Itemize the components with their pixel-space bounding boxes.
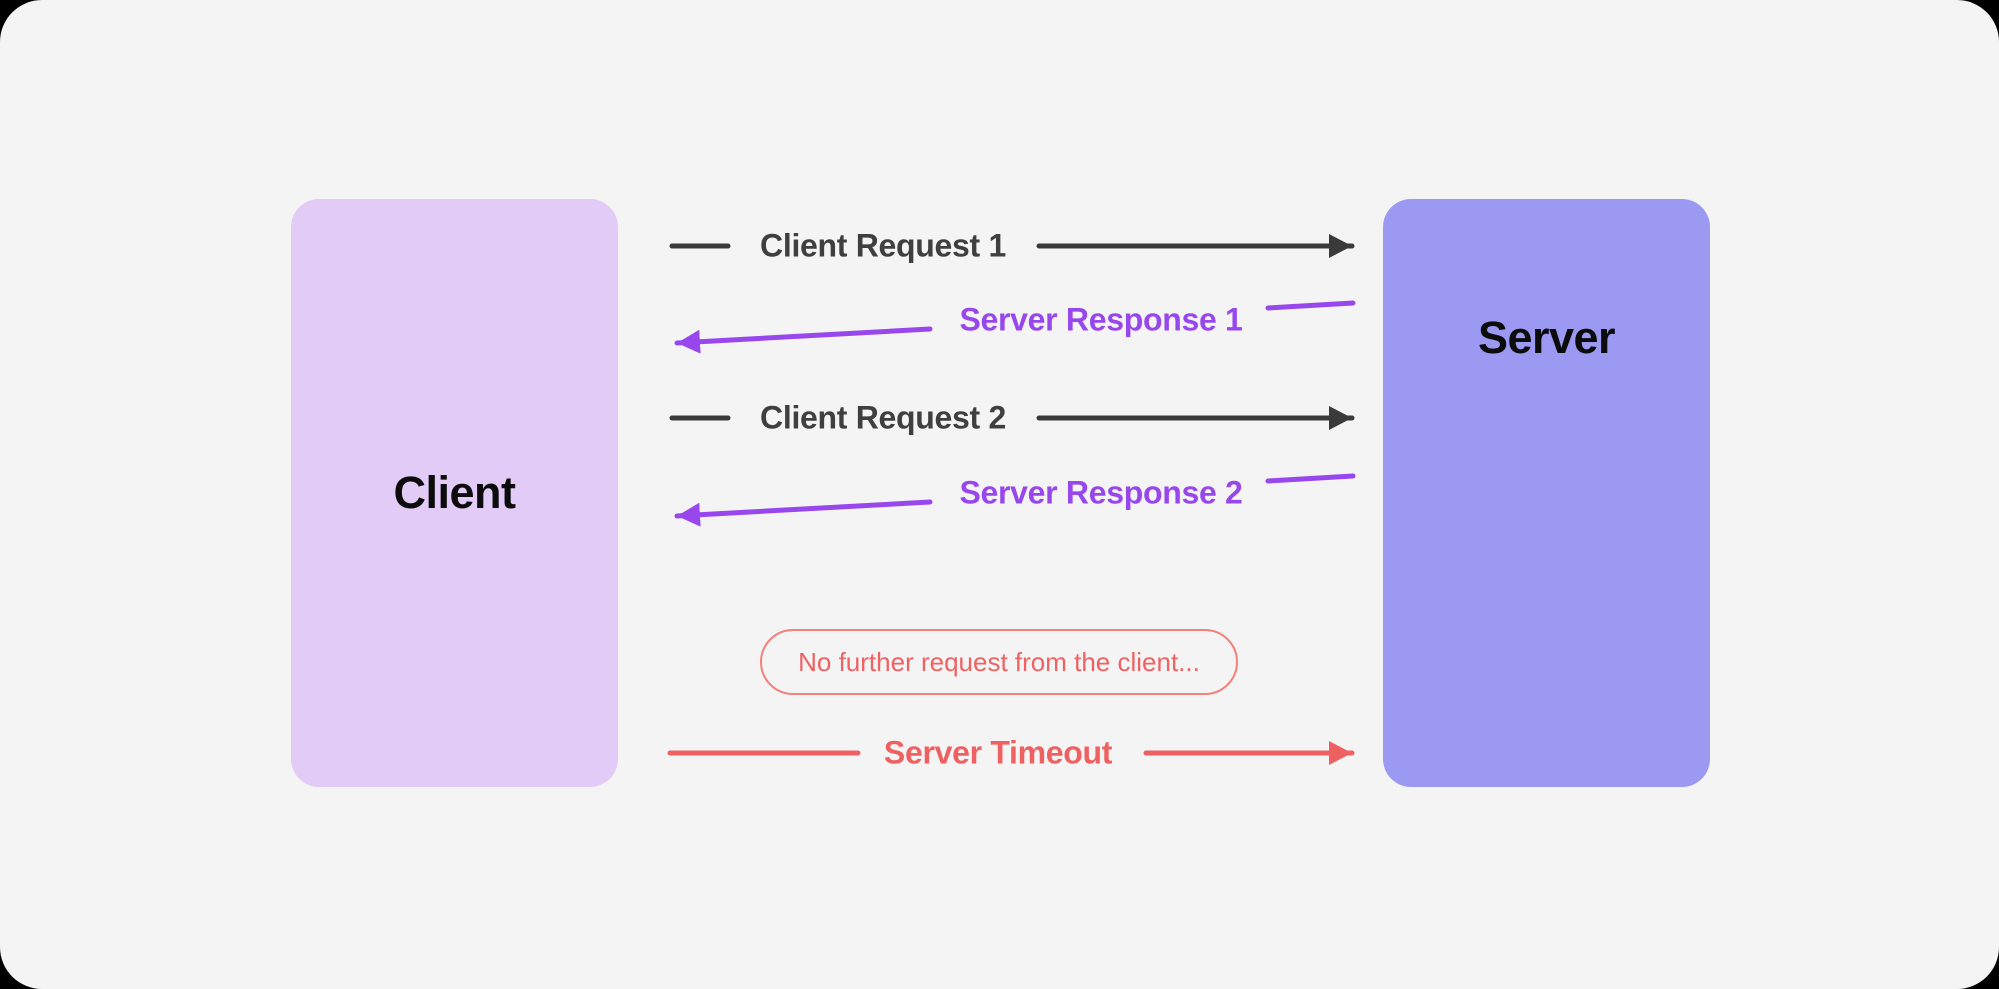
server-timeout-label: Server Timeout xyxy=(883,734,1113,771)
server-node-label: Server xyxy=(1477,312,1616,363)
server-response-1-label: Server Response 1 xyxy=(959,301,1243,338)
server-node: Server xyxy=(1383,199,1710,787)
client-node-label: Client xyxy=(393,467,516,518)
no-further-request-note-text: No further request from the client... xyxy=(798,646,1200,677)
no-further-request-note: No further request from the client... xyxy=(760,629,1238,695)
server-response-2-arrow xyxy=(674,499,933,527)
server-response-2-lead-line xyxy=(1265,473,1356,484)
client-request-2-label: Client Request 2 xyxy=(760,399,1006,436)
server-response-1-lead-line xyxy=(1265,300,1356,311)
client-node: Client xyxy=(291,199,618,787)
server-response-1-arrow xyxy=(674,326,933,354)
client-request-1-label: Client Request 1 xyxy=(760,227,1006,264)
server-response-2-label: Server Response 2 xyxy=(959,474,1243,511)
